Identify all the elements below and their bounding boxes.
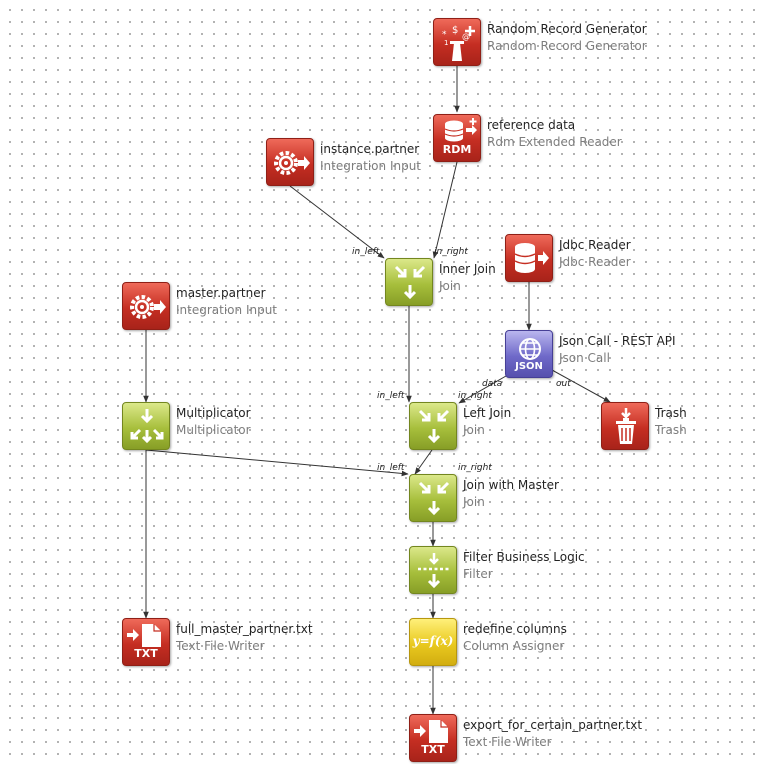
node-title: Inner Join xyxy=(439,262,496,276)
edge-label-in-right: in_right xyxy=(434,247,468,257)
node-redefine-columns[interactable]: y=f(x) redefine columns Column Assigner xyxy=(409,618,659,668)
edge-multiplicator-to-join-master-right[interactable] xyxy=(146,450,458,475)
node-type: Filter xyxy=(463,567,493,581)
node-type: Join xyxy=(439,279,461,293)
icon-badge: y=f(x) xyxy=(412,634,454,648)
node-left-join[interactable]: Left Join Join xyxy=(409,402,659,452)
node-title: Left Join xyxy=(463,406,512,420)
edge-label-in-left: in_left xyxy=(377,391,405,401)
node-type: Trash xyxy=(655,423,687,437)
icon-badge: TXT xyxy=(134,647,158,660)
node-instance-partner[interactable]: instance.partner Integration Input xyxy=(266,138,516,188)
multiplicator-icon xyxy=(122,402,170,450)
node-filter-business-logic[interactable]: Filter Business Logic Filter xyxy=(409,546,659,596)
node-type: Json Call xyxy=(559,351,610,365)
node-type: Integration Input xyxy=(176,303,278,317)
icon-badge: TXT xyxy=(421,743,445,756)
node-type: Multiplicator xyxy=(176,423,251,437)
node-title: Filter Business Logic xyxy=(463,550,585,564)
node-inner-join[interactable]: Inner Join Join xyxy=(385,258,635,308)
node-master-partner[interactable]: master.partner Integration Input xyxy=(122,282,372,332)
edge-label-in-right: in_right xyxy=(458,463,492,473)
join-icon xyxy=(409,474,457,522)
node-title: Random Record Generator xyxy=(487,22,647,36)
node-title: full_master_partner.txt xyxy=(176,622,313,636)
node-type: Jdbc Reader xyxy=(559,255,631,269)
node-reference-data[interactable]: RDM reference data Rdm Extended Reader xyxy=(433,114,683,164)
text-file-icon: TXT xyxy=(122,618,170,666)
node-type: Join xyxy=(463,495,485,509)
edge-label-data: data xyxy=(482,379,503,389)
node-title: Join with Master xyxy=(463,478,559,492)
node-type: Rdm Extended Reader xyxy=(487,135,622,149)
node-jdbc-reader[interactable]: Jdbc Reader Jdbc Reader xyxy=(505,234,755,284)
text-file-icon: TXT xyxy=(409,714,457,762)
node-title: Multiplicator xyxy=(176,406,251,420)
node-title: reference data xyxy=(487,118,576,132)
node-title: Json Call - REST API xyxy=(559,334,676,348)
node-title: export_for_certain_partner.txt xyxy=(463,718,643,732)
node-type: Integration Input xyxy=(320,159,422,173)
database-icon xyxy=(505,234,553,282)
globe-icon: JSON xyxy=(505,330,553,378)
edge-multiplicator-to-join-master[interactable] xyxy=(145,449,409,477)
node-join-with-master[interactable]: Join with Master Join xyxy=(409,474,659,524)
edge-label-in-right: in_right xyxy=(458,391,492,401)
node-multiplicator[interactable]: Multiplicator Multiplicator xyxy=(122,402,372,452)
node-random-record-generator[interactable]: * $ @ 1 Random Record Generator Random R… xyxy=(433,18,683,68)
edge-label-in-left: in_left xyxy=(352,247,380,257)
rdm-database-icon: RDM xyxy=(433,114,481,162)
node-type: Join xyxy=(463,423,485,437)
svg-text:$: $ xyxy=(452,25,458,36)
node-type: Text File Writer xyxy=(463,735,552,749)
node-title: Jdbc Reader xyxy=(559,238,631,252)
svg-text:@: @ xyxy=(462,32,470,41)
node-full-master-partner-txt[interactable]: TXT full_master_partner.txt Text File Wr… xyxy=(122,618,372,668)
edge-label-in-left: in_left xyxy=(377,463,405,473)
trash-icon xyxy=(601,402,649,450)
node-title: Trash xyxy=(655,406,687,420)
node-title: redefine columns xyxy=(463,622,567,636)
node-title: instance.partner xyxy=(320,142,420,156)
node-export-for-certain-partner-txt[interactable]: TXT export_for_certain_partner.txt Text … xyxy=(409,714,659,764)
node-type: Random Record Generator xyxy=(487,39,647,53)
node-type: Text File Writer xyxy=(176,639,265,653)
random-generator-icon: * $ @ 1 xyxy=(433,18,481,66)
svg-text:*: * xyxy=(442,30,447,40)
icon-badge: JSON xyxy=(515,361,543,372)
join-icon xyxy=(385,258,433,306)
edge-label-out: out xyxy=(556,379,571,389)
gear-input-icon xyxy=(266,138,314,186)
svg-text:1: 1 xyxy=(444,39,448,47)
gear-input-icon xyxy=(122,282,170,330)
icon-badge: RDM xyxy=(442,143,472,156)
filter-icon xyxy=(409,546,457,594)
edge-left-join-to-join-master[interactable] xyxy=(414,449,433,475)
node-json-call[interactable]: JSON Json Call - REST API Json Call xyxy=(505,330,755,380)
node-trash[interactable]: Trash Trash xyxy=(601,402,765,452)
node-title: master.partner xyxy=(176,286,266,300)
function-icon: y=f(x) xyxy=(409,618,457,666)
join-icon xyxy=(409,402,457,450)
node-type: Column Assigner xyxy=(463,639,565,653)
